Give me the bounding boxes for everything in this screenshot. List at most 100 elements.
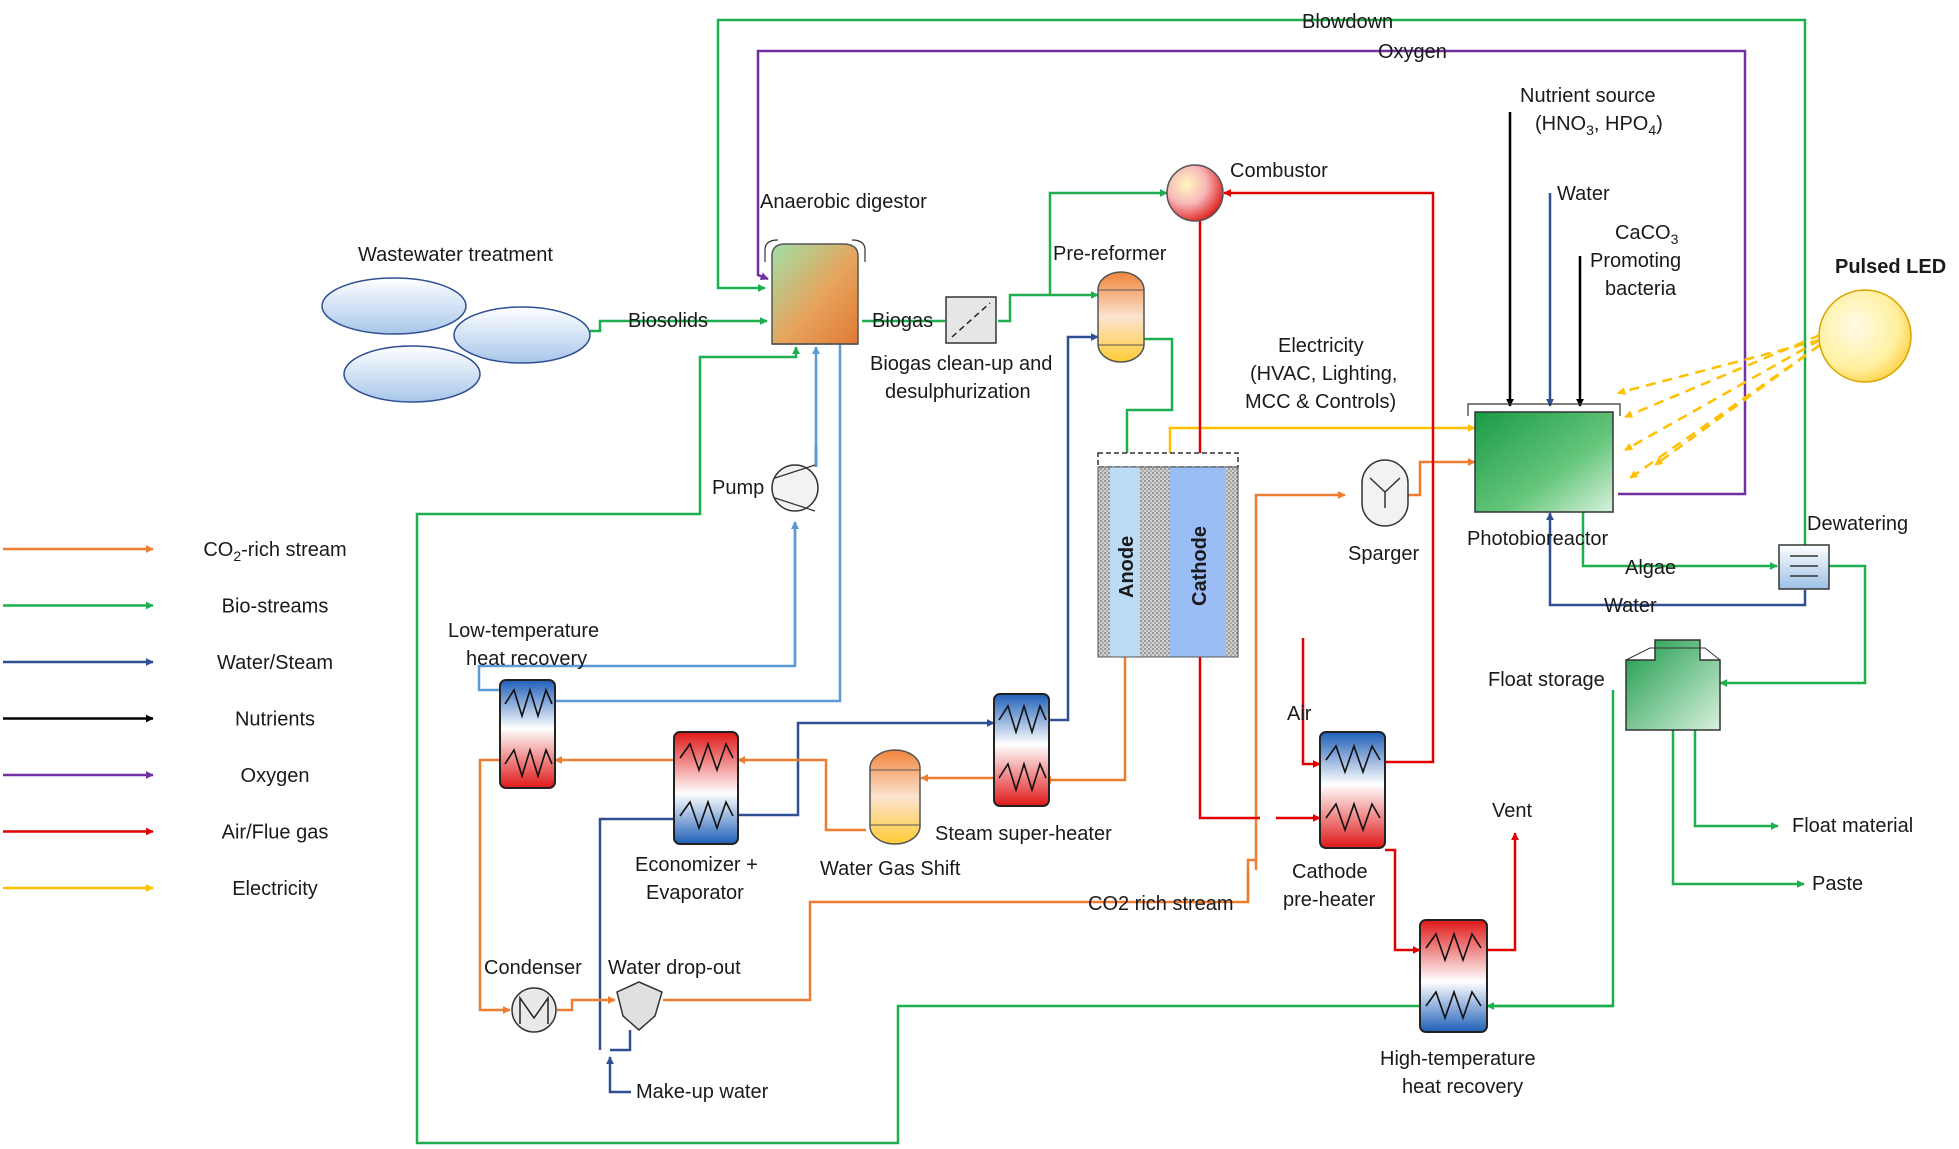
water-dropout-return — [610, 1030, 632, 1052]
low-temp-label-2: heat recovery — [466, 648, 587, 670]
water-return-stream — [1546, 512, 1807, 607]
anode-label: Anode — [1116, 536, 1138, 598]
promoting-label: Promoting — [1590, 250, 1681, 272]
dewatering-label: Dewatering — [1807, 513, 1908, 535]
heat-exchanger-steam-superheater — [993, 693, 1050, 807]
pond-2 — [453, 306, 591, 364]
pump-label: Pump — [712, 477, 764, 499]
water-gas-shift-tank — [869, 749, 921, 845]
water-top-label: Water — [1557, 183, 1610, 205]
high-temp-label-1: High-temperature — [1380, 1048, 1536, 1070]
electricity-label-2: (HVAC, Lighting, — [1250, 363, 1397, 385]
led-light-rays — [1617, 333, 1821, 480]
dewatering-to-float — [1719, 564, 1867, 687]
water-dropout-label: Water drop-out — [608, 957, 741, 979]
legend-label-co2: CO2-rich stream — [203, 539, 346, 564]
legend-label-water: Water/Steam — [217, 652, 333, 674]
legend-label-oxygen: Oxygen — [241, 765, 310, 787]
float-storage-label: Float storage — [1488, 669, 1605, 691]
legend-label-nutrient: Nutrients — [235, 709, 315, 731]
biogas-to-prereformer — [998, 291, 1099, 323]
low-temp-label-1: Low-temperature — [448, 620, 599, 642]
anode-to-superheater — [1043, 656, 1127, 784]
labels: Blowdown Oxygen Nutrient source (HNO3, H… — [358, 11, 1946, 1103]
sparger-to-pbr — [1408, 458, 1476, 497]
wgs-to-economizer — [737, 756, 866, 832]
blowdown-label: Blowdown — [1302, 11, 1393, 33]
streams — [415, 18, 1867, 1145]
wastewater-treatment — [321, 277, 591, 403]
water-to-economizer — [598, 817, 674, 1050]
legend: CO2-rich streamBio-streamsWater/SteamNut… — [3, 539, 347, 900]
pond-1 — [321, 277, 467, 335]
caco3-label: CaCO3 — [1615, 222, 1679, 247]
makeup-water-stream — [606, 1056, 631, 1094]
air-label: Air — [1287, 703, 1312, 725]
fuel-cell-stack — [1097, 452, 1239, 658]
vent-stream — [1487, 832, 1519, 952]
heat-exchanger-lt-recovery — [499, 679, 556, 789]
heat-exchanger-economizer — [673, 731, 739, 845]
biogas-to-combustor — [1048, 189, 1168, 295]
lt-recovery-to-condenser — [478, 758, 511, 1014]
vent-label: Vent — [1492, 800, 1532, 822]
condenser-label: Condenser — [484, 957, 582, 979]
biogas-cleanup-label-2: desulphurization — [885, 381, 1031, 403]
legend-label-bio: Bio-streams — [222, 596, 329, 618]
dewatering-unit — [1778, 544, 1830, 590]
photobioreactor-label: Photobioreactor — [1467, 528, 1609, 550]
sparger-label: Sparger — [1348, 543, 1419, 565]
pre-reformer-label: Pre-reformer — [1053, 243, 1167, 265]
nutrient-formula-label: (HNO3, HPO4) — [1535, 113, 1663, 138]
economizer-label-2: Evaporator — [646, 882, 744, 904]
biogas-cleanup-label-1: Biogas clean-up and — [870, 353, 1052, 375]
photobioreactor-unit — [1467, 403, 1621, 513]
high-temp-label-2: heat recovery — [1402, 1076, 1523, 1098]
algae-stream — [1581, 512, 1778, 570]
combustor-label: Combustor — [1230, 160, 1328, 182]
heat-exchanger-cathode-preheater — [1319, 731, 1386, 849]
float-material-label: Float material — [1792, 815, 1913, 837]
sparger-unit — [1361, 459, 1409, 527]
pulsed-led-lamp — [1818, 289, 1912, 383]
combustor-unit — [1166, 164, 1224, 222]
condenser-unit — [511, 987, 557, 1033]
cathode-preheater-label-2: pre-heater — [1283, 889, 1376, 911]
biosolids-stream — [590, 317, 768, 333]
cathode-label: Cathode — [1189, 526, 1211, 606]
paste-stream — [1671, 730, 1805, 888]
pre-reformer-tank — [1097, 271, 1145, 363]
water-gas-shift-label: Water Gas Shift — [820, 858, 961, 880]
prereformer-to-anode — [1123, 337, 1174, 466]
biogas-cleanup-unit — [945, 296, 997, 344]
oxygen-label: Oxygen — [1378, 41, 1447, 63]
algae-label: Algae — [1625, 557, 1676, 579]
cathode-preheater-label-1: Cathode — [1292, 861, 1368, 883]
preheater-to-htrecovery — [1385, 848, 1421, 954]
water-dropout-unit — [616, 981, 663, 1031]
preheater-to-combustor — [1223, 189, 1435, 764]
economizer-to-superheater — [738, 719, 995, 817]
co2-connector — [1246, 858, 1256, 902]
make-up-water-label: Make-up water — [636, 1081, 769, 1103]
condenser-to-dropout — [557, 996, 616, 1012]
oxygen-stream — [756, 49, 1747, 496]
pulsed-led-label: Pulsed LED — [1835, 256, 1946, 278]
electricity-label-3: MCC & Controls) — [1245, 391, 1396, 413]
heat-exchanger-ht-recovery — [1419, 919, 1488, 1033]
bacteria-label: bacteria — [1605, 278, 1677, 300]
bio-recycle-loop — [415, 346, 1615, 1145]
nutrient-source-label: Nutrient source — [1520, 85, 1656, 107]
float-material-stream — [1693, 730, 1779, 830]
wastewater-treatment-label: Wastewater treatment — [358, 244, 553, 266]
steam-superheater-label: Steam super-heater — [935, 823, 1112, 845]
air-inlet-stream — [1301, 638, 1321, 768]
co2-rich-stream-label: CO2 rich stream — [1088, 893, 1234, 915]
paste-label: Paste — [1812, 873, 1863, 895]
biosolids-label: Biosolids — [628, 310, 708, 332]
biogas-label: Biogas — [872, 310, 933, 332]
electricity-stream — [1168, 424, 1476, 453]
digestor-heating-out — [534, 330, 842, 705]
electricity-label-1: Electricity — [1278, 335, 1364, 357]
